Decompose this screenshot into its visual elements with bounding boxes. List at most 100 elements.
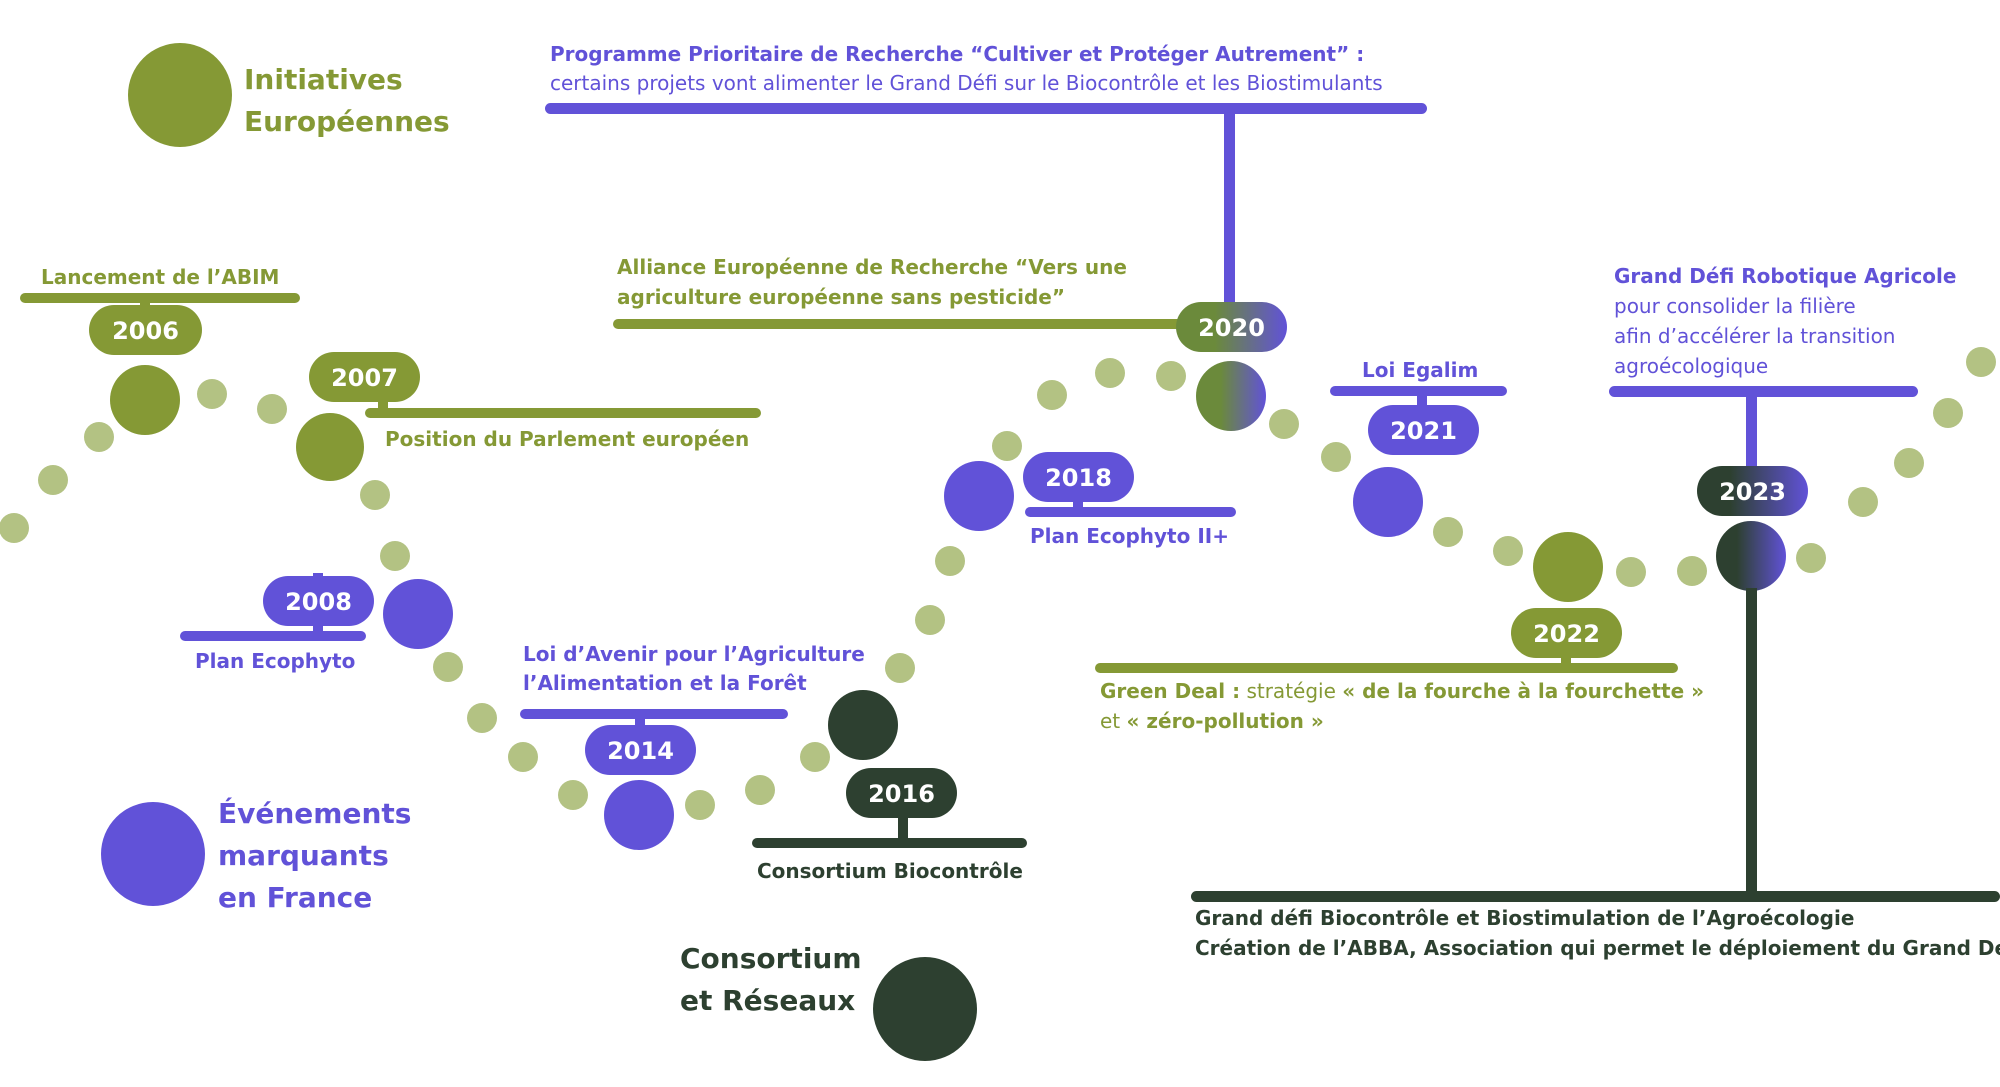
timeline-dot — [915, 605, 945, 635]
event-2016-node — [828, 690, 898, 760]
event-2020-programme-bar — [545, 103, 1427, 114]
event-2020-badge — [1176, 302, 1287, 352]
event-2023-top-stem — [1746, 393, 1757, 473]
timeline-dot — [257, 394, 287, 424]
event-2006-badge — [89, 305, 202, 355]
event-2016-bar — [752, 838, 1027, 848]
event-2023-desc-line2: afin d’accélérer la transition — [1614, 324, 1895, 348]
legend-european: Initiatives Européennes — [128, 43, 450, 147]
event-2022-mid: stratégie — [1240, 679, 1342, 703]
legend-consortium-line2: et Réseaux — [680, 984, 855, 1017]
event-2022-node — [1533, 532, 1603, 602]
event-2020-programme-desc: certains projets vont alimenter le Grand… — [550, 71, 1383, 95]
event-2008-label: Plan Ecophyto — [195, 649, 355, 673]
event-2021: Loi Egalim 2021 — [1330, 358, 1507, 537]
event-2008-year: 2008 — [285, 588, 352, 616]
event-2023-year: 2023 — [1719, 478, 1786, 506]
event-2018-bar — [1025, 507, 1236, 517]
timeline-dot — [1933, 398, 1963, 428]
event-2022-quote2: « zéro-pollution » — [1127, 709, 1324, 733]
event-2023-bottom-bar — [1191, 891, 2000, 902]
timeline-dot — [935, 546, 965, 576]
event-2007-year: 2007 — [331, 364, 398, 392]
legend-france: Événements marquants en France — [101, 796, 411, 914]
event-2007-badge — [309, 352, 420, 402]
event-2021-badge — [1368, 405, 1479, 455]
event-2022-and: et — [1100, 709, 1127, 733]
event-2016-stem — [898, 814, 908, 828]
event-2008-bar — [180, 631, 366, 641]
event-2023: Grand Défi Robotique Agricole pour conso… — [1191, 264, 2000, 960]
event-2023-desc-line3: agroécologique — [1614, 354, 1768, 378]
event-2006-bar — [20, 293, 300, 303]
timeline-dot — [467, 703, 497, 733]
event-2006-label: Lancement de l’ABIM — [41, 265, 279, 289]
event-2016-badge — [846, 768, 957, 818]
event-2020-alliance-line2: agriculture européenne sans pesticide” — [617, 285, 1065, 309]
event-2016: 2016 Consortium Biocontrôle — [752, 690, 1027, 883]
timeline-dot — [1616, 557, 1646, 587]
event-2021-stem — [1417, 393, 1427, 405]
timeline-dot — [360, 480, 390, 510]
event-2021-bar — [1330, 386, 1507, 396]
timeline-dot — [558, 780, 588, 810]
legend-france-circle — [101, 802, 205, 906]
event-2008-badge — [263, 576, 374, 626]
event-2006-year: 2006 — [112, 317, 179, 345]
event-2018-node — [944, 461, 1014, 531]
event-2023-bottom-line2: Création de l’ABBA, Association qui perm… — [1195, 936, 2000, 960]
timeline-dot — [1966, 347, 1996, 377]
event-2014-node — [604, 780, 674, 850]
event-2014-label-line2: l’Alimentation et la Forêt — [523, 671, 807, 695]
legend-consortium-circle — [873, 957, 977, 1061]
event-2022-quote1: « de la fourche à la fourchette » — [1342, 679, 1704, 703]
timeline-dot — [1095, 358, 1125, 388]
event-2022-label-line2: et « zéro-pollution » — [1100, 709, 1324, 733]
event-2014-bar — [520, 709, 788, 719]
event-2020-node — [1196, 361, 1266, 431]
event-2022-stem — [1561, 654, 1571, 666]
timeline-dot — [1037, 380, 1067, 410]
timeline-dot — [1433, 517, 1463, 547]
timeline-dot — [1321, 442, 1351, 472]
event-2014-label-line1: Loi d’Avenir pour l’Agriculture — [523, 642, 865, 666]
event-2016-stem-lower — [898, 826, 908, 840]
timeline-dot — [1796, 543, 1826, 573]
event-2008: 2008 Plan Ecophyto — [180, 573, 453, 673]
timeline-dot — [1493, 536, 1523, 566]
timeline-dot — [1269, 409, 1299, 439]
event-2018-stem — [1073, 498, 1083, 510]
event-2021-year: 2021 — [1390, 417, 1457, 445]
event-2007-bar — [365, 408, 761, 418]
event-2007-label: Position du Parlement européen — [385, 427, 749, 451]
event-2007: 2007 Position du Parlement européen — [296, 352, 761, 481]
event-2016-label: Consortium Biocontrôle — [757, 859, 1023, 883]
legend-france-line1: Événements — [218, 796, 411, 830]
event-2018-badge — [1023, 452, 1134, 502]
event-2008-stem-lower — [313, 622, 323, 634]
event-2018-year: 2018 — [1045, 464, 1112, 492]
event-2021-node — [1353, 467, 1423, 537]
timeline-dot — [1677, 556, 1707, 586]
timeline-dot — [197, 379, 227, 409]
event-2008-node — [383, 579, 453, 649]
event-2023-badge — [1697, 466, 1808, 516]
timeline-dot — [0, 513, 29, 543]
event-2023-top-bar — [1609, 386, 1918, 397]
event-2018-label: Plan Ecophyto II+ — [1030, 524, 1229, 548]
timeline-dot — [508, 742, 538, 772]
timeline-dot — [1848, 487, 1878, 517]
timeline-dot — [1156, 361, 1186, 391]
event-2006-node — [110, 365, 180, 435]
event-2020-programme-title: Programme Prioritaire de Recherche “Cult… — [550, 42, 1364, 66]
event-2022-year: 2022 — [1533, 620, 1600, 648]
legend-european-circle — [128, 43, 232, 147]
timeline-dot — [380, 541, 410, 571]
timeline-dot — [800, 742, 830, 772]
event-2022-badge — [1511, 608, 1622, 658]
legend-european-line1: Initiatives — [244, 63, 403, 96]
event-2022: 2022 Green Deal : stratégie « de la four… — [1095, 532, 1704, 733]
legend-france-line2: marquants — [218, 839, 389, 872]
event-2020-alliance-line1: Alliance Européenne de Recherche “Vers u… — [617, 255, 1127, 279]
event-2023-bottom-stem — [1746, 588, 1757, 900]
